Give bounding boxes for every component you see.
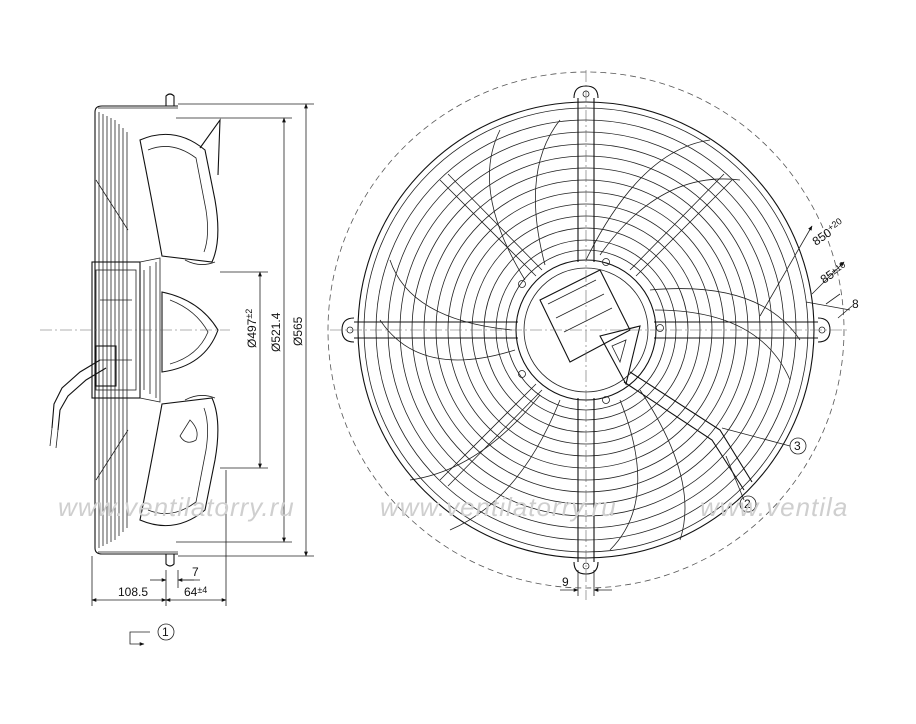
dim-7-label: 7 <box>192 565 199 579</box>
watermark-1: www.ventilatorry.ru <box>58 492 295 522</box>
watermark-2: www.ventilatorry.ru <box>380 492 617 522</box>
svg-text:2: 2 <box>744 497 751 511</box>
dim-8-label: 8 <box>852 297 859 311</box>
dim-565-label: Ø565 <box>291 316 305 346</box>
watermark-3: www.ventila <box>700 492 848 522</box>
dim-64-label: 64±4 <box>184 585 207 599</box>
front-blades <box>379 119 801 551</box>
dim-108-label: 108.5 <box>118 585 148 599</box>
marker-3: 3 <box>789 437 807 455</box>
airflow-marker-1: 1 <box>129 623 175 646</box>
front-view: 850+20 85±10 8 9 3 2 <box>327 70 859 600</box>
svg-text:3: 3 <box>794 439 801 453</box>
front-cable-dims <box>560 225 853 596</box>
side-motor <box>49 257 161 449</box>
dim-497-label: Ø497±2 <box>244 309 259 348</box>
marker-2: 2 <box>739 495 757 513</box>
svg-text:1: 1 <box>162 625 169 639</box>
dim-85-label: 85±10 <box>818 259 849 287</box>
side-view: Ø497±2 Ø521.4 Ø565 108.5 64±4 7 1 <box>40 93 314 646</box>
dim-850-label: 850+20 <box>809 216 847 249</box>
side-blades <box>139 118 221 527</box>
side-dim-lines <box>91 103 314 606</box>
dim-521-label: Ø521.4 <box>269 312 283 352</box>
dim-9-label: 9 <box>562 575 569 589</box>
